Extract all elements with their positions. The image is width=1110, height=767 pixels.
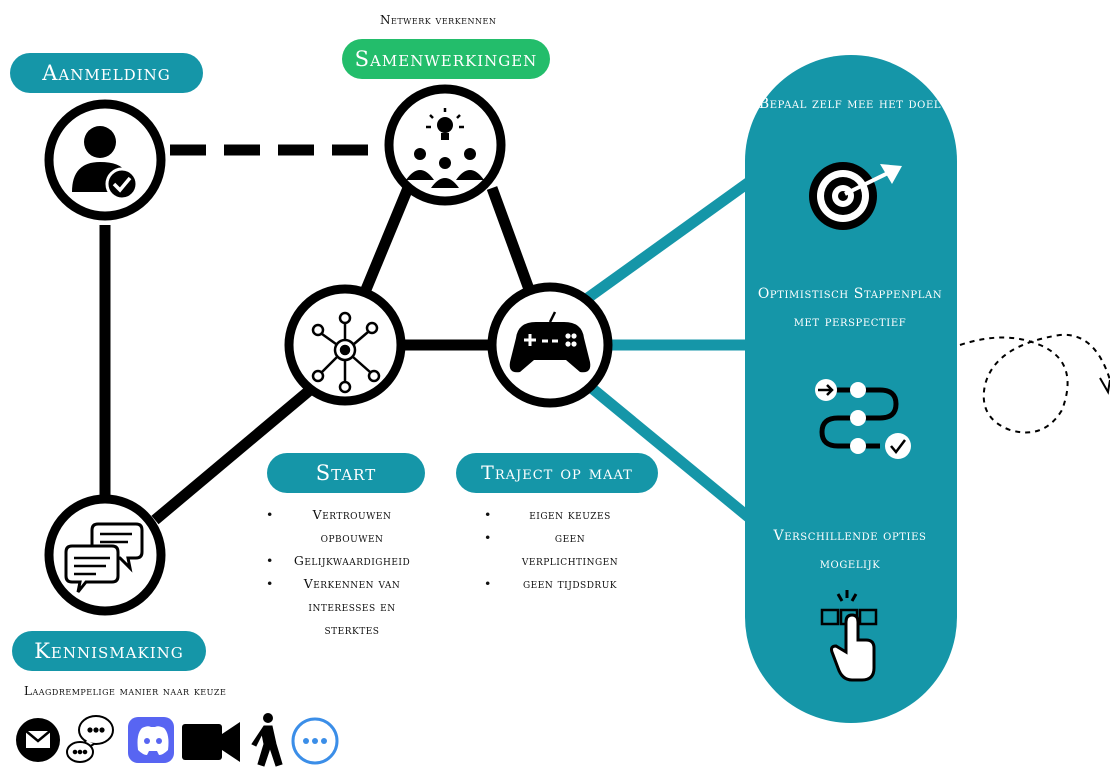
node-aanmelding xyxy=(44,99,166,221)
dotted-loop-arrow xyxy=(959,333,1110,434)
discord-icon xyxy=(128,717,174,763)
label-traject: Traject op maat xyxy=(456,453,658,493)
network-hub-icon xyxy=(311,311,381,394)
start-list: Vertrouwen opbouwen Gelijkwaardigheid Ve… xyxy=(262,503,412,641)
traject-text: Traject op maat xyxy=(481,462,633,484)
edge-kennismaking-start xyxy=(151,385,314,525)
label-kennismaking: Kennismaking xyxy=(12,631,206,671)
panel-plan-text: Optimistisch Stappenplan met perspectief xyxy=(757,286,943,330)
choose-option-icon xyxy=(820,590,878,682)
start-item: Gelijkwaardigheid xyxy=(262,549,412,572)
arrowhead-icon xyxy=(1099,377,1110,395)
label-aanmelding: Aanmelding xyxy=(10,53,203,93)
video-icon xyxy=(182,722,240,762)
panel-connectors xyxy=(581,175,756,525)
more-icon xyxy=(291,717,339,765)
panel-options-text: Verschillende opties mogelijk xyxy=(773,528,927,572)
netwerk-caption: Netwerk verkennen xyxy=(380,13,497,27)
aanmelding-text: Aanmelding xyxy=(42,61,171,85)
edge-traject-samenwerkingen xyxy=(486,186,536,294)
mail-icon xyxy=(16,718,60,762)
label-samenwerkingen: Samenwerkingen xyxy=(342,39,550,79)
traject-list: eigen keuzes geen verplichtingen geen ti… xyxy=(480,503,630,595)
steps-plan-icon xyxy=(815,379,911,459)
user-check-icon xyxy=(72,126,139,201)
edge-start-samenwerkingen xyxy=(359,185,414,295)
samenwerkingen-text: Samenwerkingen xyxy=(354,47,538,71)
start-item: Vertrouwen opbouwen xyxy=(262,503,412,549)
idea-collaboration-icon xyxy=(406,108,484,188)
laagdrempelig-caption: Laagdrempelige manier naar keuze xyxy=(24,684,227,698)
network-edges xyxy=(99,144,536,525)
label-start: Start xyxy=(267,453,425,493)
start-text: Start xyxy=(315,461,377,485)
panel-goal-text: Bepaal zelf mee het doel xyxy=(758,96,942,112)
traject-item: geen verplichtingen xyxy=(480,526,630,572)
traject-item: geen tijdsdruk xyxy=(480,572,630,595)
traject-item: eigen keuzes xyxy=(480,503,630,526)
kennismaking-text: Kennismaking xyxy=(34,639,184,663)
chat-icon xyxy=(66,715,114,763)
walk-icon xyxy=(251,713,283,767)
start-item: Verkennen van interesses en sterktes xyxy=(262,572,412,641)
gamepad-icon xyxy=(509,311,591,373)
target-icon xyxy=(809,162,902,230)
speech-bubbles-icon xyxy=(64,522,144,593)
